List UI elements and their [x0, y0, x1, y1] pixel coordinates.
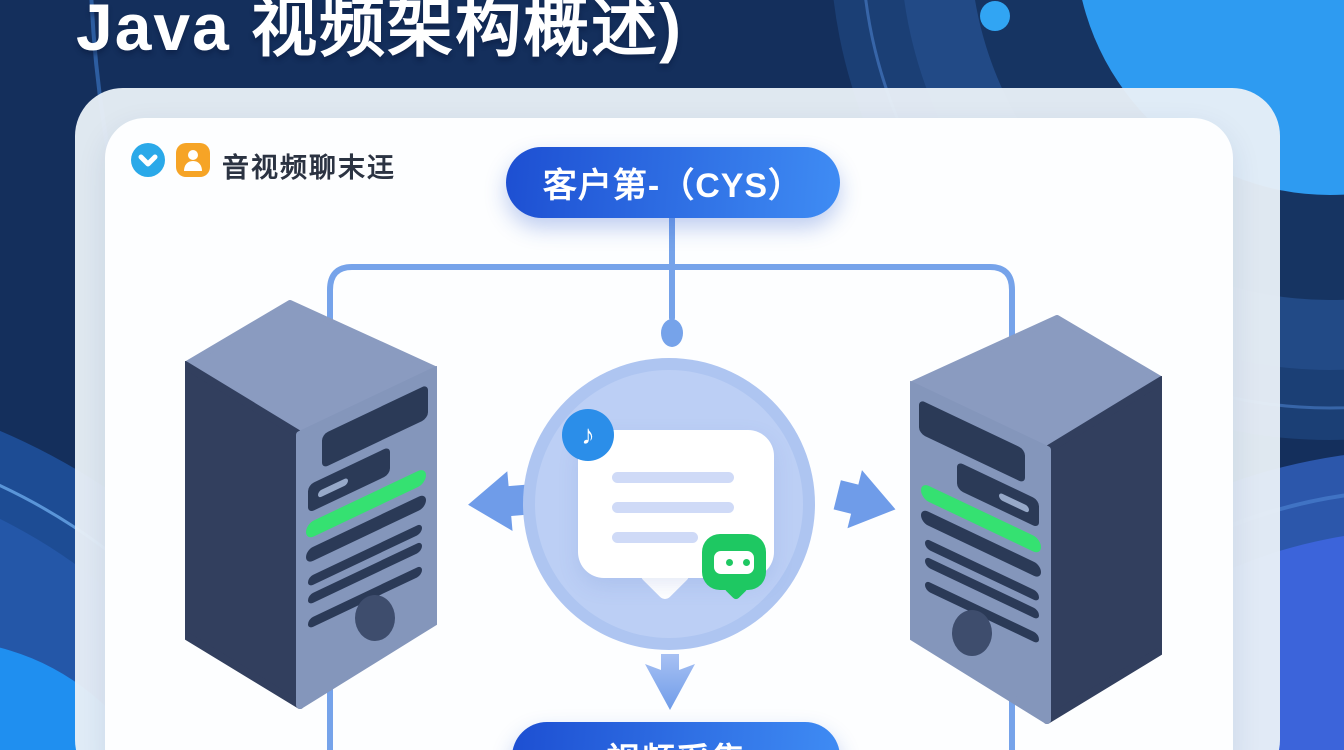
- bottom-pill-label: 视频采集: [606, 733, 746, 750]
- brand-label: 音视频聊末迋: [222, 153, 396, 183]
- server-green-light: [921, 485, 1041, 553]
- chevron-down-icon: [138, 154, 158, 167]
- page-title: Java 视频架构概述): [76, 0, 684, 64]
- bubble-text-line: [612, 532, 698, 543]
- chat-bot-face: [714, 551, 754, 574]
- background-arc-line: [864, 0, 1344, 410]
- person-icon: [184, 150, 202, 171]
- server-front-slats: [919, 401, 1041, 643]
- server-front-slats: [306, 386, 428, 628]
- server-power-button: [952, 610, 992, 656]
- client-pill: 客户第-（CYS）: [506, 147, 840, 218]
- server-power-button: [355, 595, 395, 641]
- server-tower-right: [910, 315, 1162, 724]
- person-badge: [176, 143, 210, 177]
- chevron-down-badge: [131, 143, 165, 177]
- background-dot: [980, 1, 1010, 31]
- chat-bot-eye: [726, 559, 733, 566]
- music-note-icon: ♪: [562, 409, 614, 461]
- chat-bot-eye: [743, 559, 750, 566]
- server-tower-left: [185, 300, 437, 709]
- bottom-pill: 视频采集: [512, 722, 840, 750]
- client-pill-label: 客户第-（CYS）: [542, 167, 804, 205]
- bubble-text-line: [612, 472, 734, 483]
- bubble-text-line: [612, 502, 734, 513]
- server-green-light: [306, 470, 426, 538]
